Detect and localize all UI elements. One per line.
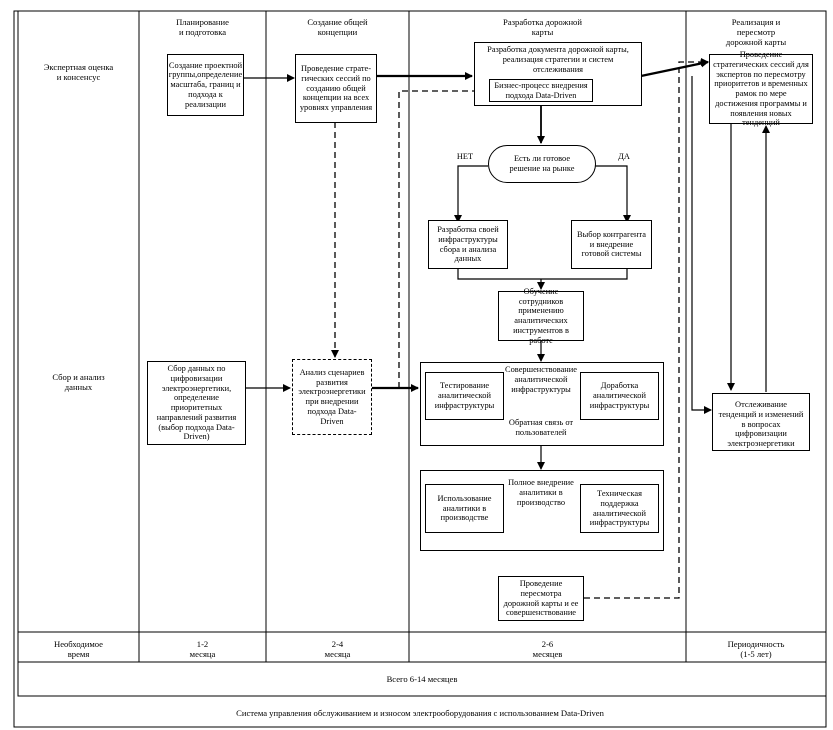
- box-business-process: Бизнес-процесс внедрения подхода Data-Dr…: [489, 79, 593, 102]
- box-own-infra: Разработка своей инфраструктуры сбора и …: [428, 220, 508, 269]
- decision-node: Есть ли готовое решение на рынке: [488, 145, 596, 183]
- box-scenario-analysis: Анализ сценариев развития электроэнергет…: [292, 359, 372, 435]
- table-frame: [17, 10, 827, 697]
- arrow-no-branch: [454, 165, 488, 223]
- time-implementation: Периодичность (1-5 лет): [727, 639, 785, 660]
- label-no: НЕТ: [456, 152, 474, 161]
- time-concept: 2-4 месяца: [324, 639, 351, 660]
- time-planning: 1-2 месяца: [189, 639, 216, 660]
- row-label-expert: Экспертная оценка и консенсус: [43, 62, 114, 83]
- row-label-time: Необходимое время: [53, 639, 103, 660]
- box-contractor: Выбор контрагента и внедрение готовой си…: [571, 220, 652, 269]
- merge-line: [457, 269, 628, 280]
- arrow-roadmap-to-tracking: [691, 76, 712, 414]
- caption: Система управления обслуживанием и износ…: [236, 708, 604, 718]
- box-data-collection: Сбор данных по цифровизации электроэнерг…: [147, 361, 246, 445]
- box-project-group: Создание проектной группы,определение ма…: [167, 54, 244, 116]
- box-refinement: Доработка аналитической инфраструктуры: [580, 372, 659, 420]
- box-tracking: Отслеживание тенденций и изменений в воп…: [712, 393, 810, 451]
- col-header-implementation: Реализация и пересмотр дорожной карты: [725, 17, 787, 48]
- label-feedback: Обратная связь от пользователей: [508, 418, 574, 437]
- box-usage: Использование аналитики в производстве: [425, 484, 504, 533]
- arrow-yes-branch: [595, 165, 631, 223]
- time-total: Всего 6-14 месяцев: [386, 674, 458, 684]
- dashed-review-to-expert: [584, 58, 709, 599]
- label-full: Полное внедрение аналитики в производств…: [508, 478, 574, 507]
- label-improvement: Совершенствование аналитической инфрастр…: [505, 365, 577, 394]
- arrow-roadmap-to-expert: [640, 59, 709, 78]
- label-yes: ДА: [618, 152, 630, 161]
- col-header-concept: Создание общей концепции: [307, 17, 368, 38]
- box-testing: Тестирование аналитической инфраструктур…: [425, 372, 504, 420]
- box-training: Обучение сотрудников применению аналитич…: [498, 287, 584, 345]
- col-header-roadmap: Разработка дорожной карты: [503, 17, 582, 38]
- box-expert-sessions: Проведение стратегических сессий для экс…: [709, 50, 813, 127]
- box-review: Проведение пересмотра дорожной карты и е…: [498, 576, 584, 621]
- time-roadmap: 2-6 месяцев: [532, 639, 563, 660]
- row-label-data: Сбор и анализ данных: [52, 372, 105, 393]
- col-header-planning: Планирование и подготовка: [176, 17, 229, 38]
- dashed-scenario-to-business: [398, 87, 488, 388]
- box-support: Техническая поддержка аналитической инфр…: [580, 484, 659, 533]
- roadmap-doc-text: Разработка документа дорожной карты, реа…: [487, 45, 629, 74]
- box-strategy-sessions: Проведение страте-гических сессий по соз…: [295, 54, 377, 123]
